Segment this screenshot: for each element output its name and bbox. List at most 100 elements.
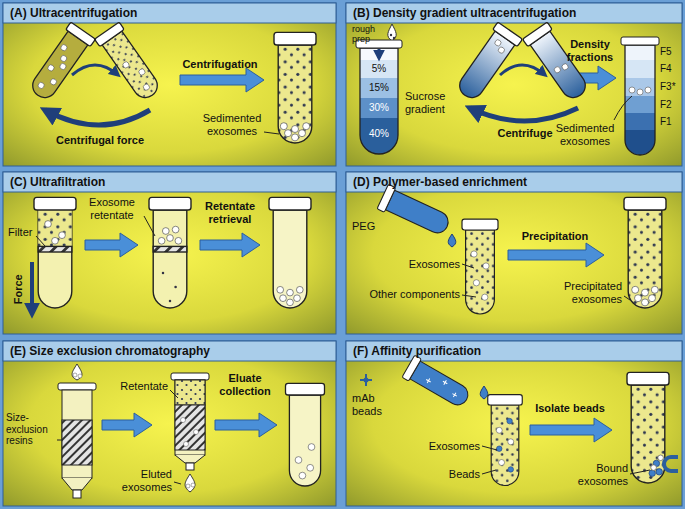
annotation-label: F5: [660, 46, 672, 58]
illustration-g: [295, 444, 315, 479]
illustration-polygon: [180, 68, 264, 92]
annotation-label: Eluted exosomes: [117, 468, 172, 493]
illustration-circle: [59, 54, 67, 62]
illustration-rect: [625, 60, 655, 78]
illustration-path: [360, 48, 398, 154]
panel-title: (F) Affinity purification: [353, 344, 481, 358]
illustration-path: [470, 108, 578, 121]
illustration-polygon: [215, 413, 277, 437]
illustration-circle: [287, 289, 294, 296]
illustration-g: [360, 48, 398, 158]
illustration-rect: [621, 37, 659, 45]
illustration-g: [162, 272, 177, 303]
illustration-g: [158, 226, 182, 244]
illustration-rect: [62, 390, 92, 478]
illustration-path: [36, 236, 45, 246]
annotation-label: Force: [12, 274, 25, 304]
illustration-rect: [175, 380, 205, 455]
illustration-polygon: [508, 243, 604, 267]
illustration-g: [34, 197, 76, 308]
illustration-circle: [73, 373, 77, 377]
annotation-label: 40%: [369, 128, 389, 140]
illustration-rect: [153, 246, 187, 252]
illustration-circle: [287, 299, 294, 306]
illustration-circle: [471, 251, 477, 257]
illustration-circle: [52, 237, 59, 244]
illustration-rect: [625, 113, 655, 130]
illustration-rect: [360, 60, 398, 78]
method-panel: (F) Affinity purification: [346, 341, 682, 506]
illustration-rect: [346, 341, 682, 361]
illustration-circle: [635, 295, 642, 302]
illustration-circle: [390, 34, 392, 36]
illustration-use: [66, 22, 96, 47]
annotation-label: Centrifuge: [498, 127, 553, 140]
annotation-label: PEG: [352, 220, 375, 233]
illustration-circle: [45, 221, 52, 228]
illustration-circle: [364, 378, 369, 383]
illustration-circle: [78, 374, 82, 378]
illustration-g: [73, 373, 82, 378]
illustration-circle: [167, 235, 174, 242]
illustration-rect: [175, 405, 205, 450]
illustration-use: [631, 385, 665, 483]
illustration-circle: [277, 286, 284, 293]
illustration-use: [523, 22, 553, 47]
illustration-use: [34, 197, 76, 210]
illustration-circle: [295, 457, 302, 464]
illustration-g: [632, 286, 659, 306]
illustration-g: [553, 61, 569, 76]
illustration-circle: [162, 228, 169, 235]
illustration-rect: [625, 45, 655, 60]
illustration-circle: [508, 439, 514, 445]
illustration-use: [466, 230, 495, 314]
illustration-circle: [292, 126, 299, 133]
illustration-circle: [499, 460, 505, 466]
illustration-rect: [360, 78, 398, 98]
annotation-label: Retentate retrieval: [200, 200, 260, 225]
illustration-g: [651, 455, 664, 470]
illustration-rect: [360, 98, 398, 118]
illustration-circle: [656, 469, 662, 475]
illustration-path: [62, 478, 92, 490]
illustration-g: [491, 39, 507, 55]
illustration-circle: [649, 470, 655, 476]
illustration-rect: [3, 341, 336, 506]
illustration-circle: [632, 286, 639, 293]
illustration-use: [153, 210, 187, 308]
annotation-label: Density fractions: [558, 38, 622, 63]
illustration-g: [26, 22, 96, 104]
illustration-use: [488, 395, 523, 405]
illustration-use: [493, 22, 523, 47]
illustration-g: [95, 22, 165, 104]
illustration-g: [277, 286, 303, 305]
illustration-path: [144, 216, 155, 236]
illustration-polygon: [102, 413, 152, 437]
illustration-circle: [169, 300, 172, 303]
panel-title: (B) Density gradient ultracentrifugation: [353, 6, 576, 20]
illustration-rect: [360, 118, 398, 158]
illustration-rect: [3, 341, 336, 361]
illustration-use: [410, 361, 472, 408]
illustration-g: [377, 184, 453, 239]
illustration-path: [72, 364, 82, 380]
illustration-rect: [38, 210, 72, 246]
illustration-circle: [162, 272, 165, 275]
illustration-circle: [37, 81, 45, 89]
annotation-label: 5%: [372, 63, 386, 75]
illustration-g: [523, 22, 593, 104]
illustration-circle: [138, 68, 146, 76]
illustration-g: [496, 418, 513, 472]
illustration-circle: [642, 289, 649, 296]
illustration-rect: [175, 380, 205, 405]
illustration-rect: [171, 373, 209, 380]
annotation-label: F3*: [660, 81, 676, 93]
annotation-label: Other components: [370, 288, 461, 301]
illustration-circle: [303, 123, 310, 130]
illustration-rect: [625, 130, 655, 158]
annotation-label: Beads: [449, 468, 480, 481]
illustration-circle: [59, 62, 67, 70]
illustration-circle: [561, 63, 569, 71]
